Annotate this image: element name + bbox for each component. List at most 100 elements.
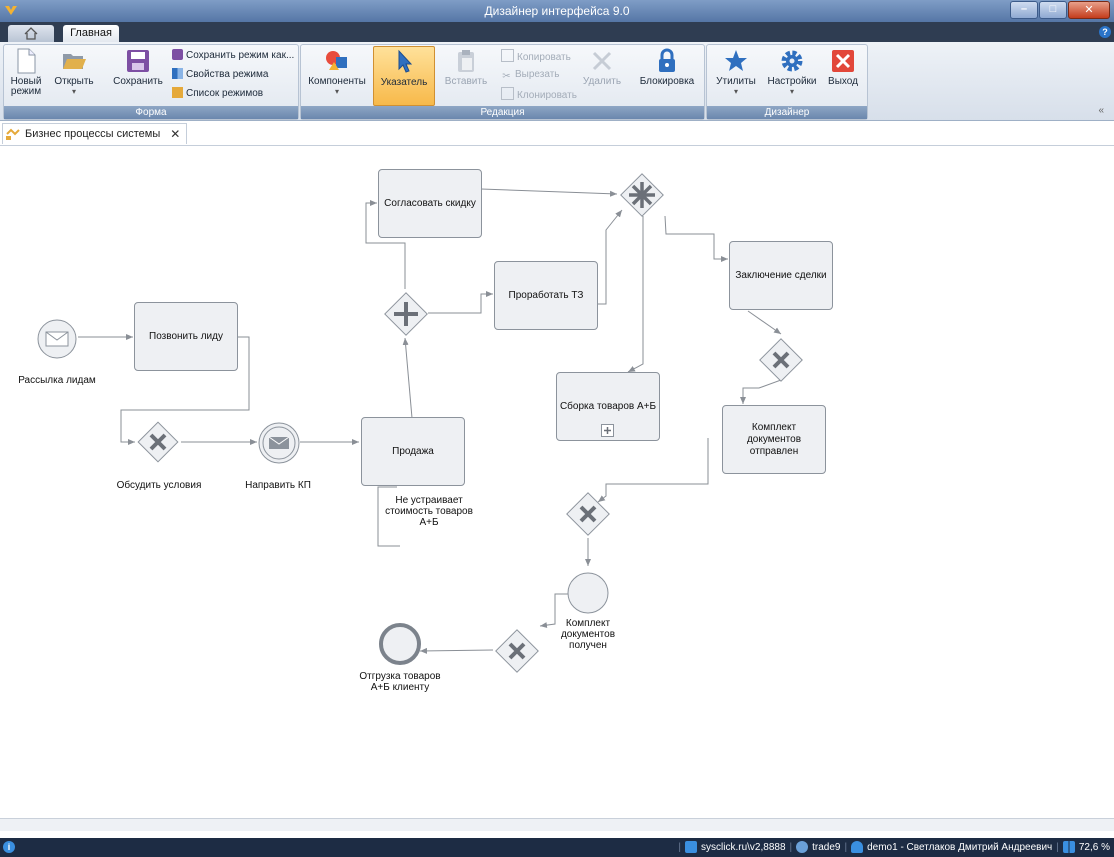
mode-list-button[interactable]: Список режимов [172,87,263,101]
subprocess-plus-icon [601,424,614,437]
task-docs-sent[interactable]: Комплект документов отправлен [722,405,826,474]
components-icon [326,51,347,70]
save-mode-as-button[interactable]: Сохранить режим как... [172,49,294,63]
gateway-exclusive-2[interactable] [756,335,806,385]
delete-button[interactable]: Удалить [581,48,623,87]
minimize-button[interactable]: – [1010,1,1038,19]
settings-label: Настройки [767,76,817,87]
status-zoom: 72,6 % [1078,841,1110,853]
gateway-exclusive-3[interactable] [563,489,613,539]
app-logo-icon [5,6,17,15]
ribbon-tab-strip: Главная ? [0,22,1114,42]
diagram-canvas[interactable]: Позвонить лиду Продажа Согласовать скидк… [0,146,1114,818]
windows-icon [1062,841,1075,853]
diagram-connectors [78,188,782,654]
tab-home[interactable] [8,25,54,42]
dropdown-arrow-icon: ▾ [334,87,339,96]
task-discount[interactable]: Согласовать скидку [378,169,482,238]
group-designer: Утилиты ▾ Настройки ▾ Выход Дизайнер [706,44,868,120]
minimize-icon: – [1020,3,1028,15]
end-event-shipment[interactable] [377,621,423,667]
properties-label: Свойства режима [186,69,269,80]
collapse-ribbon-icon[interactable]: « [1098,105,1104,116]
gateway-parallel[interactable] [381,289,431,339]
x-icon [772,351,790,369]
task-spec-label: Проработать ТЗ [508,289,584,301]
user-icon [851,841,864,853]
delete-x-icon [592,51,612,71]
start-event-mailing[interactable] [36,318,78,360]
clone-button[interactable]: Клонировать [501,87,577,101]
gateway-exclusive-1[interactable] [134,418,182,466]
task-deal[interactable]: Заключение сделки [729,241,833,310]
lock-icon [659,48,675,72]
task-call-lead[interactable]: Позвонить лиду [134,302,238,371]
exit-button[interactable]: Выход [825,48,861,87]
gateway-exclusive-4[interactable] [492,626,542,676]
window-title: Дизайнер интерфейса 9.0 [484,4,630,18]
dropdown-arrow-icon: ▾ [71,87,76,96]
help-icon[interactable]: ? [1099,26,1111,38]
task-assembly-label: Сборка товаров А+Б [559,400,657,412]
copy-button[interactable]: Копировать [501,49,571,63]
components-button[interactable]: Компоненты ▾ [305,48,369,97]
new-mode-button[interactable]: Новый режим [8,48,44,97]
lock-button[interactable]: Блокировка [637,48,697,87]
task-docs-sent-label: Комплект документов отправлен [746,421,802,457]
clone-label: Клонировать [517,90,577,101]
cursor-arrow-icon [398,49,413,73]
horizontal-scrollbar[interactable] [0,818,1114,831]
paste-button[interactable]: Вставить [443,48,489,87]
process-icon [6,128,20,140]
group-forma-label: Форма [4,106,298,119]
settings-button[interactable]: Настройки ▾ [765,48,819,97]
save-button[interactable]: Сохранить [112,48,164,87]
close-window-button[interactable]: ✕ [1068,1,1110,19]
gateway-complex[interactable] [617,170,667,220]
copy-label: Копировать [517,52,571,63]
utilities-button[interactable]: Утилиты ▾ [713,48,759,97]
star-icon [725,50,747,71]
task-deal-label: Заключение сделки [735,269,827,281]
pointer-button[interactable]: Указатель [373,46,435,106]
clone-icon [501,87,514,100]
task-spec[interactable]: Проработать ТЗ [494,261,598,330]
exit-icon [832,50,854,72]
task-sale[interactable]: Продажа [361,417,465,486]
tab-main[interactable]: Главная [63,25,119,42]
list-icon [172,87,183,98]
group-designer-label: Дизайнер [707,106,867,119]
label-shipment: Отгрузка товаров А+Б клиенту [359,671,441,693]
annotation-price: Не устраивает стоимость товаров А+Б [385,495,473,528]
save-icon [127,50,149,72]
save-label: Сохранить [113,76,163,87]
status-user: demo1 - Светлаков Дмитрий Андреевич [867,841,1053,853]
pointer-label: Указатель [380,77,428,88]
task-assembly[interactable]: Сборка товаров А+Б [556,372,660,441]
save-as-label: Сохранить режим как... [186,50,295,61]
label-discuss: Обсудить условия [116,480,202,491]
dropdown-arrow-icon: ▾ [789,87,794,96]
maximize-button[interactable]: □ [1039,1,1067,19]
task-discount-label: Согласовать скидку [384,197,476,209]
scissors-icon: ✂ [502,71,511,82]
title-bar: Дизайнер интерфейса 9.0 – □ ✕ [0,0,1114,22]
mode-properties-button[interactable]: Свойства режима [172,68,268,82]
dropdown-arrow-icon: ▾ [733,87,738,96]
lock-label: Блокировка [639,76,695,87]
group-redaktsiya-label: Редакция [301,106,704,119]
intermediate-event-send-kp[interactable] [257,421,301,465]
open-button[interactable]: Открыть ▾ [50,48,98,97]
event-docs-received[interactable] [566,571,610,615]
close-tab-icon[interactable]: ✕ [170,127,181,141]
cut-button[interactable]: ✂Вырезать [501,68,559,82]
x-icon [579,505,597,523]
database-icon [796,841,809,853]
label-docs-received: Комплект документов получен [560,618,616,651]
status-server: sysclick.ru\v2,8888 [701,841,786,853]
x-icon [508,642,526,660]
status-items: | sysclick.ru\v2,8888 | trade9 | demo1 -… [678,841,1110,853]
document-tab-business-processes[interactable]: Бизнес процессы системы ✕ [2,123,188,144]
task-sale-label: Продажа [392,445,434,457]
info-icon[interactable]: i [3,841,15,853]
